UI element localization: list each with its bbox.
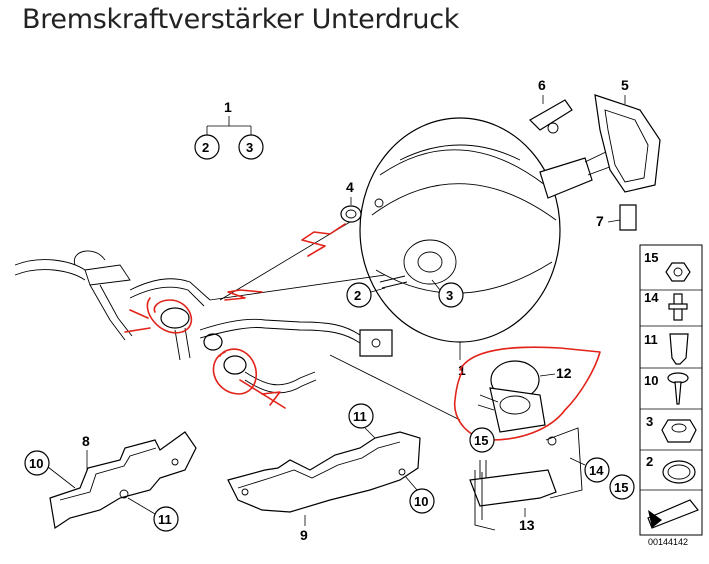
washer-ring-icon (662, 460, 696, 484)
stud-bolt-icon (668, 293, 688, 321)
callout-9[interactable]: 9 (300, 527, 308, 543)
legend-label-2: 2 (646, 454, 653, 469)
callout-circle-3-mid[interactable] (438, 282, 464, 308)
nut-icon (665, 262, 691, 282)
vacuum-hose-assembly[interactable] (14, 250, 393, 394)
legend-label-10: 10 (644, 373, 658, 388)
legend-label-3: 3 (646, 414, 653, 429)
callout-3-mid: 3 (446, 288, 453, 303)
document-id: 00144142 (648, 537, 688, 547)
callout-14: 14 (589, 463, 604, 478)
gasket-5[interactable] (594, 94, 661, 193)
page-title: Bremskraftverstärker Unterdruck (22, 4, 460, 35)
callout-circle-10-a[interactable] (24, 450, 50, 476)
callout-8[interactable]: 8 (82, 433, 90, 449)
callout-15-a: 15 (474, 433, 488, 448)
callout-1-booster[interactable]: 1 (458, 362, 466, 378)
callout-10-a: 10 (29, 456, 43, 471)
callout-6[interactable]: 6 (538, 77, 546, 93)
callout-11-a: 11 (158, 512, 172, 527)
heat-shield-8[interactable] (49, 431, 197, 530)
direction-arrow-icon (647, 499, 699, 529)
callout-5[interactable]: 5 (621, 77, 629, 93)
callout-circle-15-a[interactable] (469, 427, 495, 453)
callout-12[interactable]: 12 (556, 365, 572, 381)
heat-shield-9[interactable] (227, 431, 421, 513)
callout-11-b: 11 (353, 409, 367, 424)
callout-circle-10-b[interactable] (409, 488, 435, 514)
callout-15-b: 15 (614, 480, 628, 495)
clip-6[interactable] (529, 99, 573, 134)
callout-circle-14[interactable] (584, 457, 610, 483)
legend-label-14: 14 (644, 290, 659, 305)
screw-icon (667, 372, 689, 405)
callout-3-top: 3 (246, 140, 253, 155)
callout-circle-2[interactable] (194, 134, 220, 160)
legend-label-15: 15 (644, 250, 658, 265)
callout-13[interactable]: 13 (519, 517, 535, 533)
brake-booster[interactable] (359, 117, 616, 343)
clip-nut-icon (669, 333, 689, 365)
hex-nut-icon (661, 419, 697, 443)
callout-1[interactable]: 1 (224, 99, 232, 115)
vacuum-pump-12[interactable] (477, 360, 546, 433)
callout-2-mid: 2 (354, 288, 361, 303)
bracket-13[interactable] (469, 427, 583, 531)
callout-circle-2-mid[interactable] (346, 282, 372, 308)
legend-label-11: 11 (644, 332, 658, 347)
callout-2-top: 2 (202, 140, 209, 155)
callout-circle-11-a[interactable] (153, 506, 179, 532)
callout-10-b: 10 (414, 494, 428, 509)
grommet-4[interactable] (340, 205, 362, 223)
callout-4[interactable]: 4 (346, 179, 354, 195)
callout-7[interactable]: 7 (596, 213, 604, 229)
callout-circle-3[interactable] (238, 134, 264, 160)
callout-group-1: 1 2 3 (194, 99, 264, 160)
fastener-legend: 15 14 11 10 3 2 (639, 244, 703, 547)
clip-7[interactable] (619, 204, 637, 231)
callout-circle-15-b[interactable] (609, 474, 635, 500)
red-annotations (124, 223, 601, 441)
callout-circle-11-b[interactable] (348, 403, 374, 429)
